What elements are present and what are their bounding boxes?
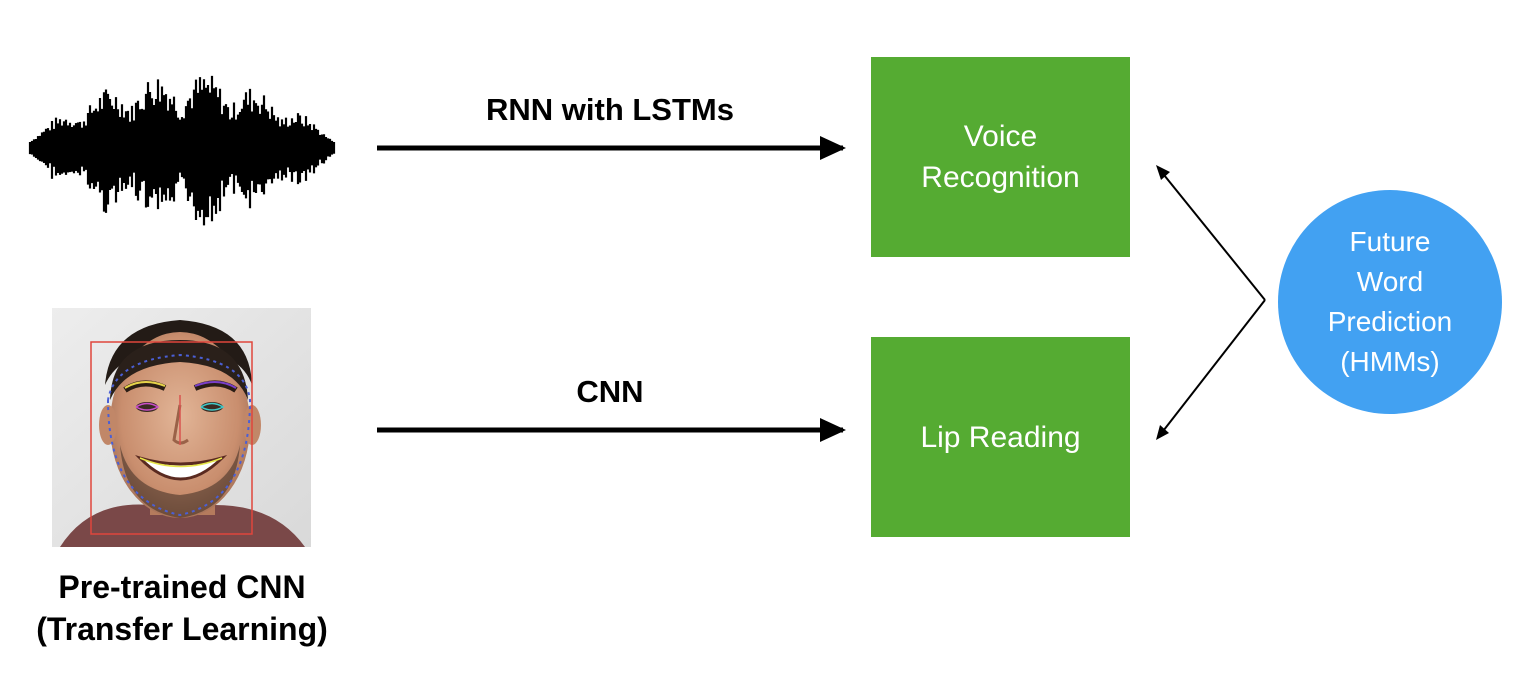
future-word-prediction-circle: Future Word Prediction (HMMs)	[1278, 190, 1502, 414]
prediction-feedback-arrows	[1159, 169, 1266, 436]
circle-line-1: Future	[1349, 226, 1431, 257]
bottom-arrow-label: CNN	[576, 374, 644, 409]
face-caption-line2: (Transfer Learning)	[36, 611, 328, 647]
lip-reading-box: Lip Reading	[871, 337, 1130, 537]
audio-waveform-icon	[28, 75, 336, 226]
lip-box-label: Lip Reading	[920, 420, 1081, 454]
face-caption-line1: Pre-trained CNN	[58, 569, 306, 605]
voice-box-line2: Recognition	[921, 161, 1080, 194]
face-caption: Pre-trained CNN (Transfer Learning)	[0, 566, 364, 650]
voice-recognition-box: Voice Recognition	[871, 57, 1130, 257]
top-arrow-label: RNN with LSTMs	[486, 92, 734, 127]
voice-box-line1: Voice	[963, 120, 1038, 153]
circle-line-4: (HMMs)	[1340, 346, 1440, 377]
circle-line-3: Prediction	[1327, 306, 1453, 337]
face-landmarks-image	[52, 308, 311, 547]
circle-line-2: Word	[1356, 266, 1424, 297]
